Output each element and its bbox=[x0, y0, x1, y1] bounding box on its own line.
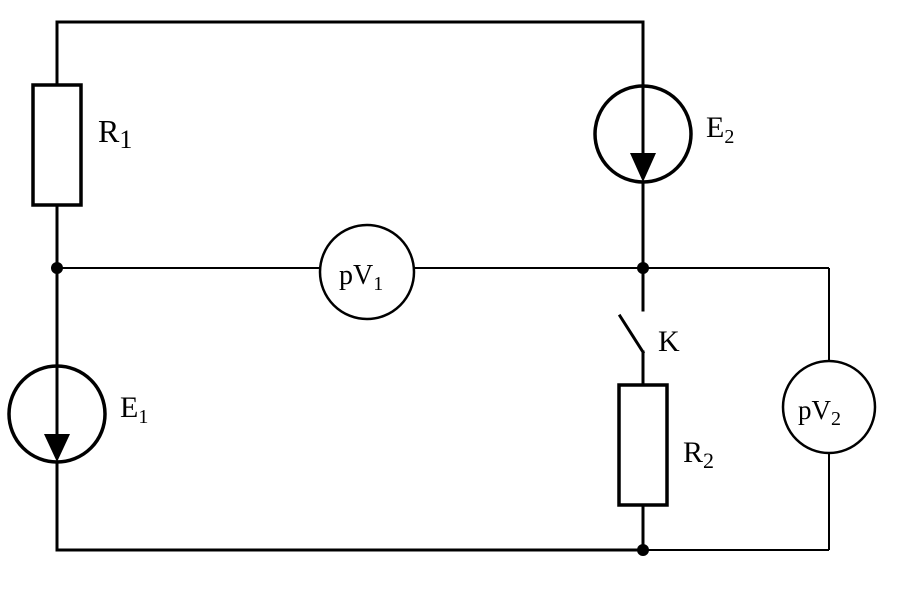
source-e1: E1 bbox=[7, 364, 148, 464]
source-e1-arrow-icon bbox=[44, 434, 70, 462]
wires bbox=[55, 20, 830, 552]
source-e2-arrow-icon bbox=[630, 153, 656, 182]
resistor-r1-label: R1 bbox=[98, 113, 132, 154]
resistor-r1: R1 bbox=[31, 83, 132, 207]
switch-k-blade bbox=[617, 313, 646, 355]
switch-k-label: K bbox=[658, 325, 680, 358]
source-e2: E2 bbox=[593, 84, 734, 184]
resistor-r2: R2 bbox=[617, 383, 714, 507]
node-left bbox=[51, 262, 63, 274]
switch-k: K bbox=[617, 313, 680, 358]
source-e2-label: E2 bbox=[706, 111, 734, 148]
voltmeter-pv2-circle bbox=[781, 359, 877, 455]
node-right bbox=[637, 262, 649, 274]
voltmeter-pv2-label: pV2 bbox=[798, 395, 841, 430]
voltmeter-pv1-label: pV1 bbox=[339, 260, 383, 295]
resistor-r2-label: R2 bbox=[683, 436, 714, 473]
voltmeter-pv1-circle bbox=[318, 223, 416, 321]
resistor-r1-body bbox=[31, 83, 83, 207]
source-e1-label: E1 bbox=[120, 391, 148, 428]
voltmeter-pv2: pV2 bbox=[781, 359, 877, 455]
resistor-r2-body bbox=[617, 383, 669, 507]
node-bottom-right bbox=[637, 544, 649, 556]
nodes bbox=[51, 262, 649, 556]
voltmeter-pv1: pV1 bbox=[318, 223, 416, 321]
